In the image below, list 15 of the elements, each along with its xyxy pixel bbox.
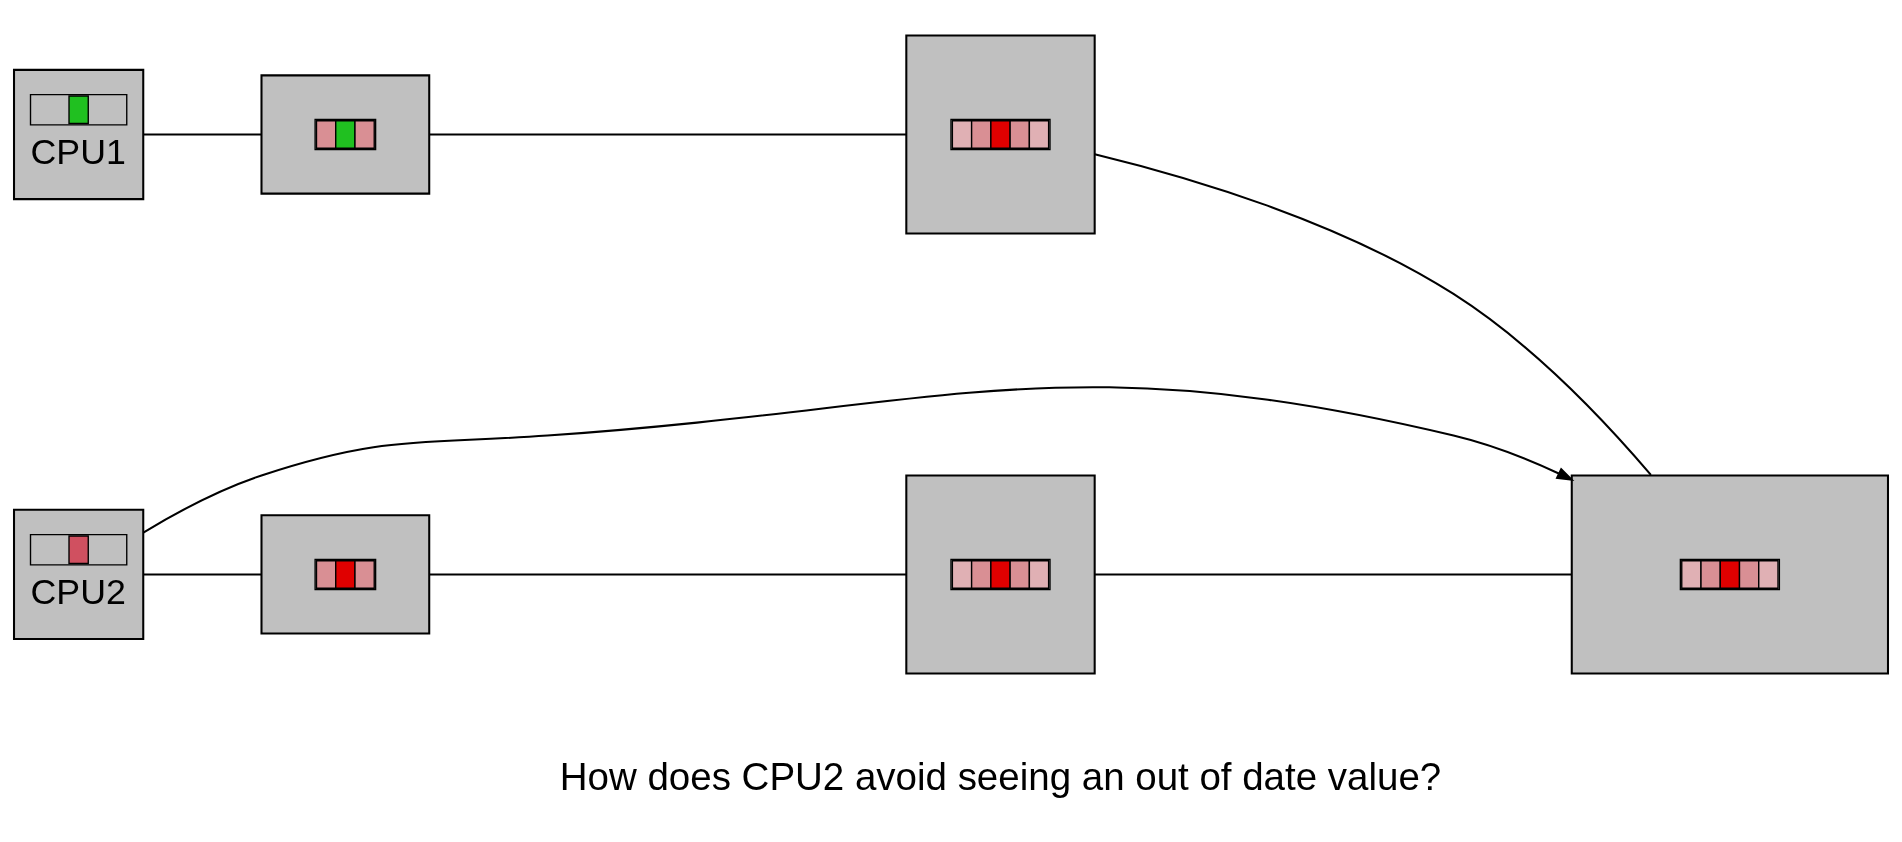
connector <box>1095 572 1572 575</box>
node-box: CPU2 <box>13 508 145 640</box>
node-box <box>1570 473 1889 674</box>
connector <box>429 572 907 575</box>
connector <box>429 132 907 135</box>
node-box: CPU1 <box>13 68 145 200</box>
connector <box>143 132 262 135</box>
node-box <box>260 73 431 195</box>
node-box <box>905 473 1096 674</box>
connector <box>143 572 262 575</box>
node-box <box>905 33 1096 234</box>
arrow <box>142 385 1575 533</box>
node-box <box>260 513 431 635</box>
label: How does CPU2 avoid seeing an out of date value? <box>559 754 1442 798</box>
connector <box>1094 152 1652 475</box>
